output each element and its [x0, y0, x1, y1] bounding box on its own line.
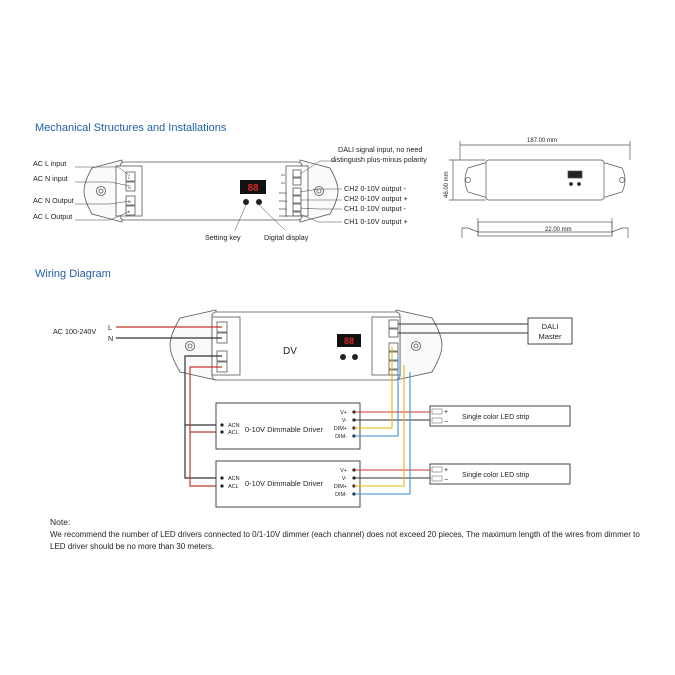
- setting-key-icon: [340, 354, 346, 360]
- driver-title: 0-10V Dimmable Driver: [245, 425, 323, 434]
- terminal-label: L: [128, 209, 131, 214]
- terminal-label: N: [128, 199, 131, 204]
- terminal-label: L: [128, 175, 131, 180]
- led-minus: −: [444, 419, 448, 426]
- wiring-display-digits: 88: [344, 336, 354, 346]
- driver-output-label: DIM+: [334, 484, 347, 490]
- label-ac-n-input: AC N input: [33, 174, 68, 183]
- driver-input-label: ACL: [228, 430, 239, 436]
- terminal-label: DA: [281, 181, 285, 185]
- setting-key-icon: [352, 354, 358, 360]
- dimension-depth: 22.00 mm: [545, 227, 572, 233]
- label-ch2-plus: CH2 0-10V output +: [344, 194, 408, 203]
- dali-master-label: DALI: [542, 322, 559, 331]
- driver-output-label: V+: [340, 410, 347, 416]
- label-ac-l-input: AC L input: [33, 159, 66, 168]
- wiring-digital-display: [337, 334, 361, 347]
- led-strip-1: [429, 405, 571, 427]
- dali-master-box: [527, 317, 573, 345]
- label-dali-signal: DALI signal input, no need: [338, 145, 422, 154]
- setting-key-icon: [256, 199, 262, 205]
- led-strip-label: Single color LED strip: [462, 472, 529, 479]
- label-dali-polarity: distinguish plus-minus polarity: [331, 155, 427, 164]
- label-ac-l-output: AC L Output: [33, 212, 72, 221]
- device-side-view: [461, 218, 629, 238]
- led-minus: −: [444, 477, 448, 484]
- digital-display: [240, 180, 266, 194]
- led-plus: +: [444, 409, 448, 416]
- terminal-label: DIM1+: [279, 214, 288, 218]
- dimmer-device: [169, 309, 443, 381]
- ac-n-label: N: [108, 334, 113, 343]
- note-block: Note: We recommend the number of LED dri…: [50, 516, 650, 553]
- driver-input-label: ACN: [228, 476, 240, 482]
- label-ac-n-output: AC N Output: [33, 196, 74, 205]
- device-front-view: [83, 159, 339, 223]
- label-digital-display: Digital display: [264, 233, 309, 242]
- device-label: DV: [283, 346, 297, 357]
- dimension-height: 46.00 mm: [444, 171, 450, 198]
- digital-display-digits: 88: [247, 183, 259, 194]
- terminal-label: N: [128, 185, 131, 190]
- mechanical-section-title: Mechanical Structures and Installations: [35, 122, 227, 134]
- device-top-view: [449, 141, 631, 201]
- driver-output-label: V-: [342, 418, 347, 424]
- led-strip-label: Single color LED strip: [462, 414, 529, 421]
- terminal-label: DIM1-: [279, 207, 287, 211]
- driver-output-label: DIM+: [334, 426, 347, 432]
- driver-output-label: DIM-: [335, 492, 347, 498]
- driver-output-label: V+: [340, 468, 347, 474]
- note-heading: Note:: [50, 517, 71, 527]
- note-text: We recommend the number of LED drivers c…: [50, 530, 640, 551]
- dimension-width: 187.00 mm: [527, 138, 557, 144]
- driver-output-label: DIM-: [335, 434, 347, 440]
- terminal-label: DIM2+: [279, 199, 288, 203]
- label-ch2-minus: CH2 0-10V output -: [344, 184, 407, 193]
- driver-output-label: V-: [342, 476, 347, 482]
- led-plus: +: [444, 467, 448, 474]
- ac-l-label: L: [108, 323, 112, 332]
- terminal-label: DA: [281, 173, 285, 177]
- driver-title: 0-10V Dimmable Driver: [245, 479, 323, 488]
- wiring-section-title: Wiring Diagram: [35, 268, 111, 280]
- driver-2: [215, 460, 361, 508]
- ac-input-label: AC 100-240V: [53, 327, 96, 336]
- label-ch1-plus: CH1 0-10V output +: [344, 217, 408, 226]
- driver-input-label: ACL: [228, 484, 239, 490]
- driver-1: [215, 402, 361, 450]
- label-setting-key: Setting key: [205, 233, 241, 242]
- terminal-label: DIM2-: [279, 191, 287, 195]
- setting-key-icon: [243, 199, 249, 205]
- driver-input-label: ACN: [228, 423, 240, 429]
- dali-master-label: Master: [539, 332, 562, 341]
- led-strip-2: [429, 463, 571, 485]
- label-ch1-minus: CH1 0-10V output -: [344, 204, 407, 213]
